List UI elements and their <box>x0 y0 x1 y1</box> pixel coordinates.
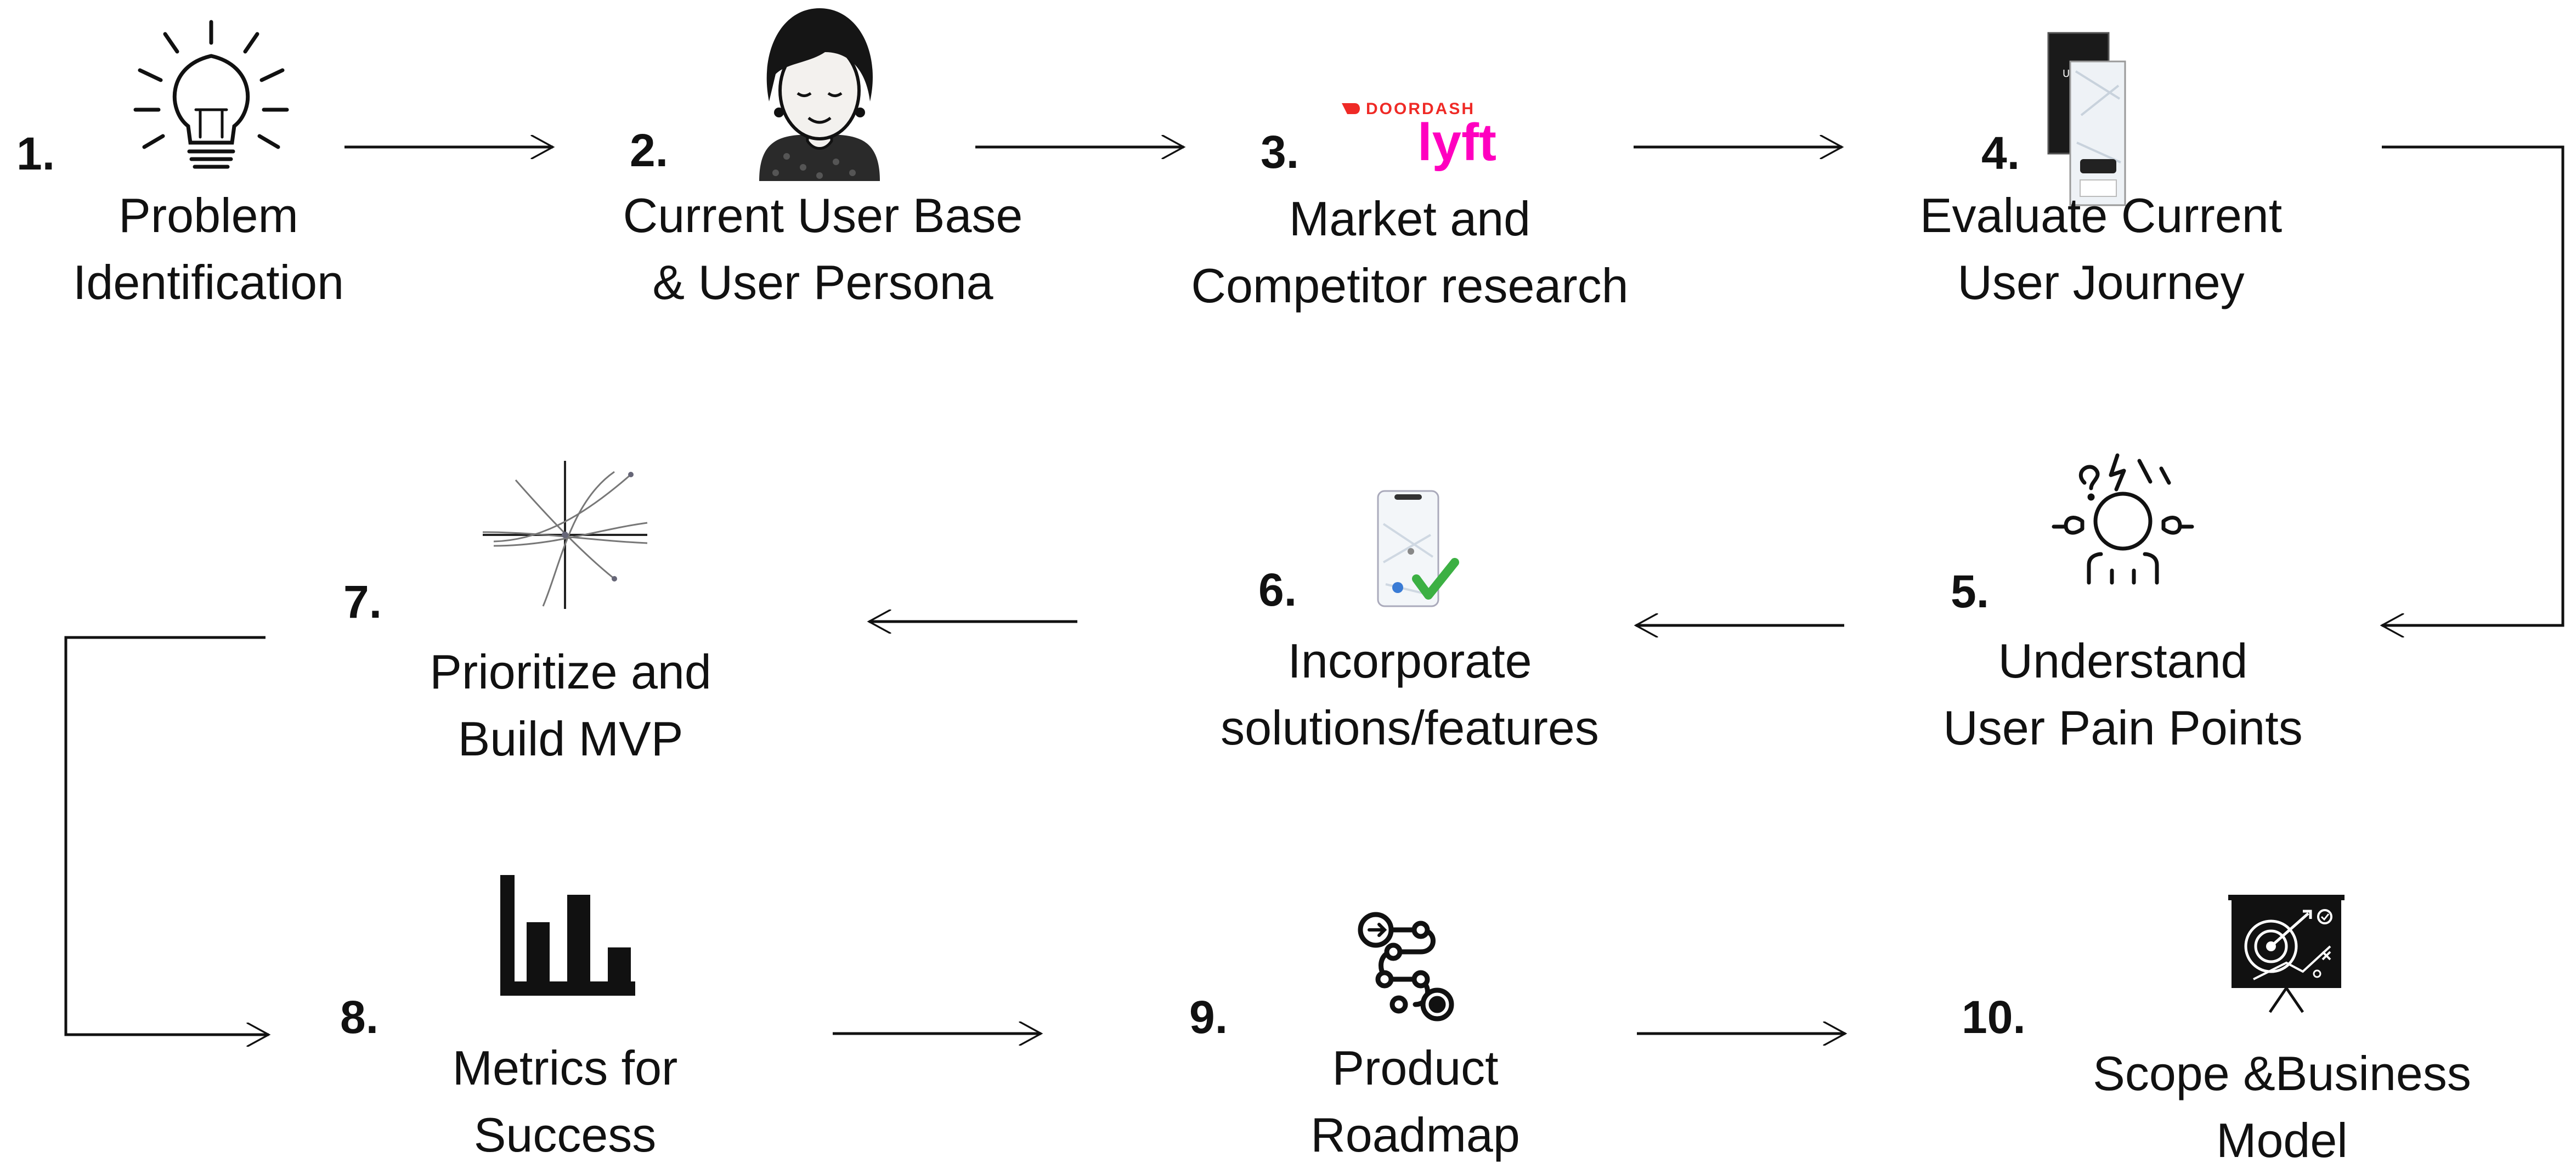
phone-checkmark-icon <box>1377 490 1459 607</box>
step-6-label-line-1: Incorporate <box>1287 634 1532 688</box>
lightbulb-icon <box>133 20 289 169</box>
step-6-label-line-2: solutions/features <box>1221 701 1599 755</box>
competitor-logos: DOORDASH lyft <box>1342 100 1496 172</box>
arrow-7-to-8 <box>64 636 269 1035</box>
step-5-label-line-2: User Pain Points <box>1943 701 2303 755</box>
step-3-label-line-1: Market and <box>1289 191 1531 246</box>
bar-chart-icon <box>500 875 635 996</box>
step-7-label-line-1: Prioritize and <box>430 645 711 699</box>
step-8-label-line-1: Metrics for <box>452 1041 678 1095</box>
step-3-label-line-2: Competitor research <box>1191 258 1629 313</box>
step-1-label-line-2: Identification <box>72 255 344 309</box>
step-5-number: 5. <box>1951 566 1990 617</box>
step-10-label: Scope &Business Model <box>2041 1040 2523 1174</box>
strategy-board-icon <box>2228 895 2345 1013</box>
frustrated-person-icon <box>2052 453 2194 585</box>
step-4-label-line-2: User Journey <box>1957 255 2245 309</box>
roadmap-icon <box>1358 912 1454 1021</box>
kano-model-chart <box>482 461 648 609</box>
step-9-label: Product Roadmap <box>1262 1035 1569 1169</box>
step-4-label: Evaluate Current User Journey <box>1860 182 2342 316</box>
step-10-number: 10. <box>1962 991 2026 1043</box>
doordash-logo-text: DOORDASH <box>1366 100 1475 118</box>
step-4-label-line-1: Evaluate Current <box>1919 188 2283 242</box>
step-6-label: Incorporate solutions/features <box>1174 628 1646 761</box>
checkmark-icon <box>1412 558 1459 600</box>
step-8-number: 8. <box>340 991 379 1043</box>
step-10-label-line-2: Model <box>2216 1113 2348 1167</box>
lyft-logo-text: lyft <box>1417 113 1496 172</box>
user-persona-avatar <box>759 8 880 181</box>
step-1-number: 1. <box>16 128 55 179</box>
step-3-number: 3. <box>1261 126 1300 178</box>
step-7-label-line-2: Build MVP <box>457 712 683 766</box>
step-7-label: Prioritize and Build MVP <box>384 639 757 772</box>
step-5-label-line-1: Understand <box>1998 634 2248 688</box>
step-9-label-line-2: Roadmap <box>1310 1108 1520 1162</box>
arrow-4-to-5 <box>2382 145 2564 625</box>
step-1-label-line-1: Problem <box>118 188 298 242</box>
step-3-label: Market and Competitor research <box>1141 185 1679 319</box>
step-9-label-line-1: Product <box>1332 1041 1499 1095</box>
step-7-number: 7. <box>343 576 382 628</box>
step-2-label: Current User Base & User Persona <box>581 182 1064 316</box>
step-5-label: Understand User Pain Points <box>1882 628 2364 761</box>
step-9-number: 9. <box>1189 991 1228 1043</box>
step-1-label: Problem Identification <box>22 182 395 316</box>
step-2-label-line-1: Current User Base <box>623 188 1023 242</box>
step-4-number: 4. <box>1981 127 2020 179</box>
app-screens-icon: Uber <box>2047 32 2126 206</box>
step-6-number: 6. <box>1258 564 1297 616</box>
step-10-label-line-1: Scope &Business <box>2093 1046 2471 1100</box>
step-2-number: 2. <box>630 125 669 176</box>
step-8-label-line-2: Success <box>473 1108 657 1162</box>
step-2-label-line-2: & User Persona <box>652 255 993 309</box>
step-8-label: Metrics for Success <box>395 1035 735 1169</box>
